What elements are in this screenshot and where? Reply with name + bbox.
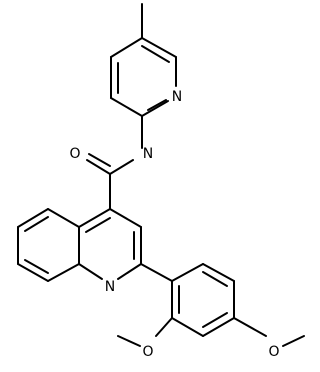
bond	[47, 208, 80, 228]
bond	[24, 216, 49, 232]
carbonyl-oxygen-label: O	[69, 146, 80, 162]
bond	[141, 100, 169, 117]
bond	[85, 217, 111, 233]
bond	[117, 263, 142, 280]
bond	[110, 97, 143, 117]
methoxy-oxygen-label: O	[142, 344, 153, 360]
bond	[141, 37, 177, 58]
bond	[233, 317, 267, 337]
bond	[78, 263, 103, 280]
quinoline-nitrogen-label: N	[105, 279, 115, 295]
bond	[140, 263, 173, 282]
bond	[88, 153, 111, 167]
bond	[47, 263, 80, 282]
bond	[17, 208, 49, 228]
bond	[282, 335, 305, 347]
bond	[155, 317, 173, 337]
amide-nitrogen-label: N	[143, 146, 153, 162]
dimethoxyphenyl-ring	[117, 263, 305, 347]
bond	[110, 37, 143, 58]
atom-labels: N N O N O O	[69, 89, 279, 360]
bond	[147, 99, 167, 111]
pyridine-nitrogen-label: N	[172, 89, 182, 105]
bond	[17, 263, 49, 282]
bond	[202, 263, 235, 282]
bond	[86, 159, 111, 175]
bond	[202, 312, 228, 328]
bond	[117, 335, 141, 347]
pyridine-ring	[110, 3, 177, 117]
quinoline-ring	[17, 208, 142, 282]
bond	[109, 159, 134, 175]
bond	[78, 208, 111, 228]
bond	[24, 259, 49, 274]
bond	[141, 45, 170, 63]
bond	[171, 317, 204, 337]
amide-group	[86, 115, 143, 210]
bond	[171, 263, 204, 282]
bond	[109, 208, 142, 228]
bond	[202, 317, 235, 337]
bond	[202, 271, 228, 287]
methoxy-oxygen-label: O	[268, 344, 279, 360]
